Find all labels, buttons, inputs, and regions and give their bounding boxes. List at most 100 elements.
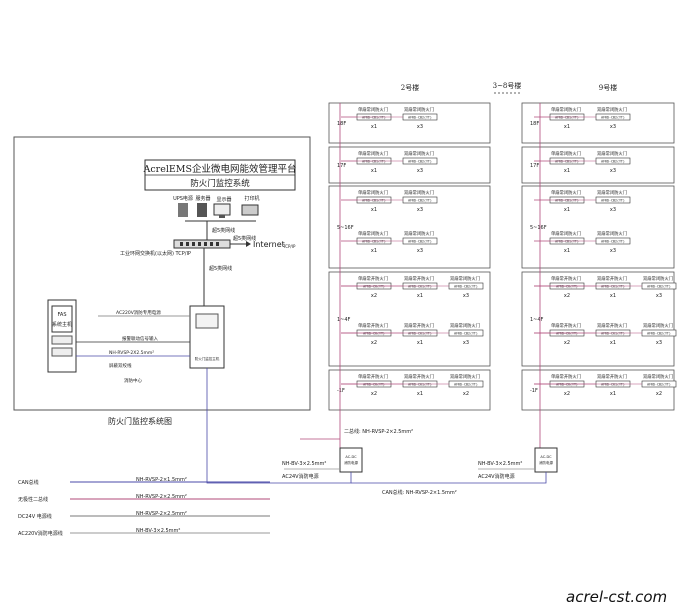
net-label-3: 超5类网线 (209, 265, 232, 272)
door-count: x1 (610, 391, 616, 397)
door-module-label: AFRD-CB1(YT) (555, 116, 579, 120)
door-count: x1 (371, 168, 377, 174)
power-label-left: NH-BV-3×2.5mm² (282, 461, 326, 467)
door-type-label: 双扇常闭防火门 (404, 189, 434, 196)
door-count: x1 (564, 124, 570, 130)
floor-label: -1F (530, 388, 538, 394)
power-box-right-sub: 消防电源 (539, 460, 553, 465)
power-box-left (339, 447, 363, 473)
door-type-label: 双扇常闭防火门 (597, 189, 627, 196)
power-label-right: NH-BV-3×2.5mm² (478, 461, 522, 467)
door-type-label: 单扇常闭防火门 (358, 106, 388, 113)
door-type-label: 单扇常闭防火门 (358, 189, 388, 196)
door-count: x2 (564, 391, 570, 397)
ac-label-left: AC24V消防电源 (282, 473, 319, 480)
door-count: x2 (656, 391, 662, 397)
legend-item-spec: NH-RVSP-2×1.5mm² (136, 477, 187, 483)
building-2-label: 2号楼 (401, 83, 419, 92)
floor-label: 18F (337, 121, 346, 127)
workstation-group: UPS电源 服务器 显示器 打印机 (173, 195, 260, 218)
legend-item-spec: NH-BV-3×2.5mm² (136, 528, 180, 534)
door-count: x1 (610, 293, 616, 299)
door-module-label: AFRD-CB2(YT) (408, 116, 432, 120)
door-count: x2 (371, 293, 377, 299)
door-module-label: AFRD-CK(YT) (556, 332, 578, 336)
door-module-label: AFRD-CB2(YT) (454, 285, 478, 289)
door-count: x1 (371, 248, 377, 254)
interlock-label: 报警联动信号输入 (122, 335, 158, 342)
legend-item-spec: NH-RVSP-2×2.5mm² (136, 511, 187, 517)
door-type-label: 双扇常闭防火门 (597, 230, 627, 237)
building-9-label: 9号楼 (599, 83, 617, 92)
door-count: x3 (417, 168, 423, 174)
door-type-label: 单扇常开防火门 (358, 275, 388, 282)
door-module-label: AFRD-CB2(YT) (647, 285, 671, 289)
door-type-label: 单扇常开防火门 (551, 373, 581, 380)
door-module-label: AFRD-CK1(YT) (601, 285, 625, 289)
door-module-label: AFRD-CB1(YT) (555, 160, 579, 164)
door-count: x3 (610, 207, 616, 213)
door-module-label: AFRD-CB1(YT) (362, 199, 386, 203)
server-icon (197, 203, 207, 217)
door-module-label: AFRD-CB1(YT) (555, 240, 579, 244)
floor-frame (328, 102, 491, 144)
net-label-1: 超5类网线 (212, 227, 235, 234)
control-room-frame (13, 136, 311, 411)
diagram-title: 防火门监控系统图 (108, 416, 172, 426)
net-label-2: 超5类网线 (233, 235, 256, 242)
system-subtitle: 防火门监控系统 (190, 178, 250, 189)
door-count: x2 (371, 340, 377, 346)
door-module-label: AFRD-CK1(YT) (408, 332, 432, 336)
door-module-label: AFRD-CB2(YT) (454, 383, 478, 387)
door-type-label: 双扇常闭防火门 (450, 373, 480, 380)
door-type-label: 双扇常闭防火门 (597, 106, 627, 113)
door-module-label: AFRD-CB2(YT) (647, 332, 671, 336)
door-count: x1 (417, 391, 423, 397)
host-label: 防火门监控主机 (195, 356, 220, 361)
door-module-label: AFRD-CK(YT) (363, 383, 385, 387)
platform-title: AcrelEMS企业微电网能效管理平台 (142, 163, 296, 175)
door-count: x3 (417, 124, 423, 130)
power-label: AC220V消防专用电源 (116, 309, 161, 316)
door-count: x3 (610, 124, 616, 130)
door-count: x3 (417, 248, 423, 254)
door-type-label: 单扇常闭防火门 (358, 230, 388, 237)
door-count: x2 (564, 340, 570, 346)
floor-label: 18F (530, 121, 539, 127)
floor-frame (521, 369, 675, 411)
door-type-label: 双扇常闭防火门 (643, 373, 673, 380)
fas-label: FAS (57, 312, 66, 318)
door-module-label: AFRD-CK(YT) (363, 285, 385, 289)
door-type-label: 单扇常开防火门 (358, 322, 388, 329)
internet-note: TCP/IP (282, 244, 296, 249)
power-box-left-sub: 消防电源 (344, 460, 358, 465)
door-type-label: 双扇常开防火门 (597, 373, 627, 380)
buildings-3-8-label: 3~8号楼 (493, 81, 522, 90)
door-type-label: 单扇常开防火门 (551, 322, 581, 329)
door-count: x1 (371, 207, 377, 213)
door-type-label: 双扇常闭防火门 (450, 275, 480, 282)
door-type-label: 单扇常闭防火门 (551, 230, 581, 237)
door-count: x1 (417, 340, 423, 346)
door-module-label: AFRD-CB2(YT) (408, 199, 432, 203)
center-label: 消防中心 (124, 377, 142, 384)
door-module-label: AFRD-CK1(YT) (408, 383, 432, 387)
power-box-right-label: AC-DC (540, 455, 552, 459)
cable-note: 屏蔽双绞线 (109, 362, 132, 369)
legend-item-spec: NH-RVSP-2×2.5mm² (136, 494, 187, 500)
door-module-label: AFRD-CK(YT) (363, 332, 385, 336)
door-module-label: AFRD-CB1(YT) (555, 199, 579, 203)
floor-label: 5~16F (530, 225, 547, 231)
door-count: x3 (463, 340, 469, 346)
floor-label: 1~4F (530, 317, 544, 323)
display-label: 显示器 (216, 197, 231, 203)
building-2: 18F 单扇常闭防火门 AFRD-CB1(YT) x1 双扇常闭防火门 AFRD-CB2(… (328, 102, 491, 411)
building-9: 18F 单扇常闭防火门 AFRD-CB1(YT) x1 双扇常闭防火门 AFRD-CB2(… (521, 102, 677, 411)
door-module-label: AFRD-CB2(YT) (601, 240, 625, 244)
door-module-label: AFRD-CB2(YT) (601, 116, 625, 120)
door-module-label: AFRD-CB2(YT) (647, 383, 671, 387)
door-module-label: AFRD-CB1(YT) (362, 240, 386, 244)
floor-label: 5~16F (337, 225, 354, 231)
